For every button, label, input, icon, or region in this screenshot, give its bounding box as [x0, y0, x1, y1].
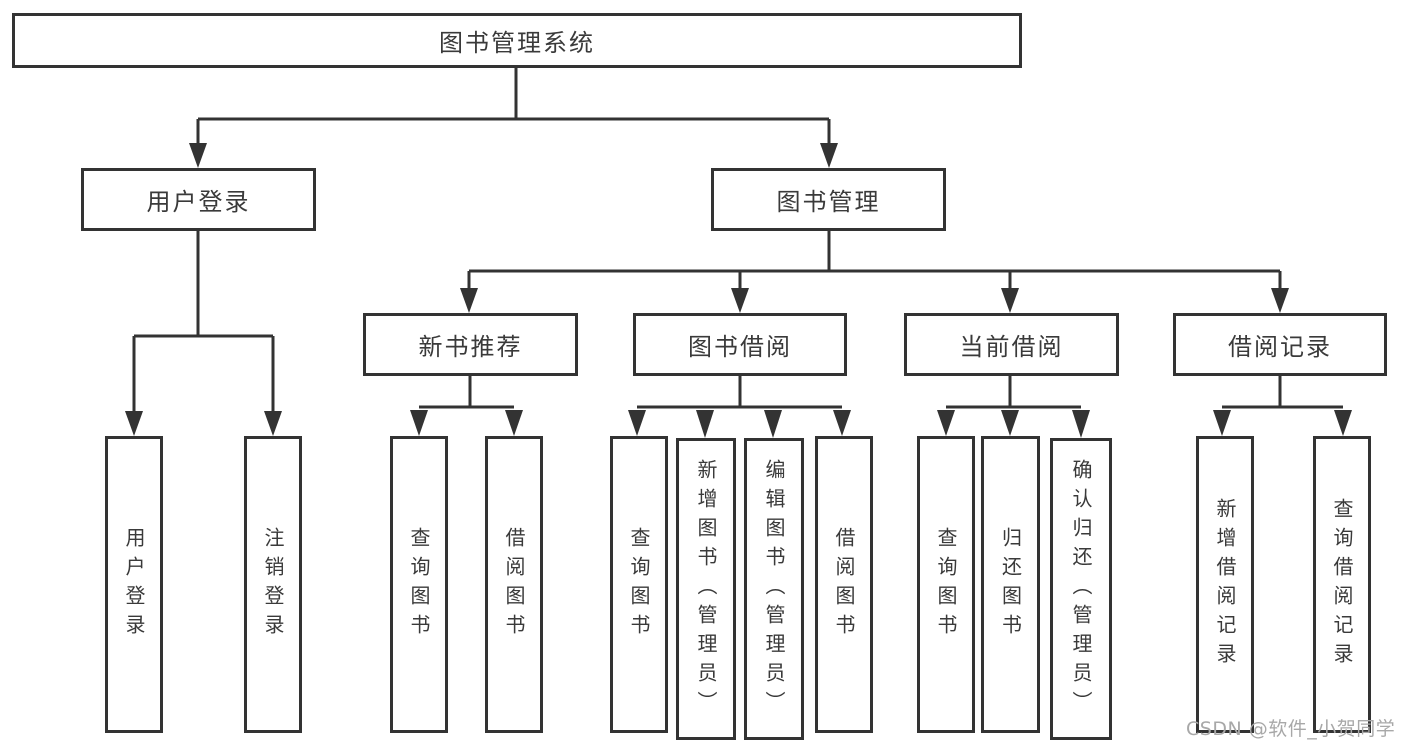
leaf-query-books: 查询图书	[390, 436, 448, 733]
node-label: 查询图书	[627, 526, 651, 643]
leaf-query-books: 查询图书	[917, 436, 975, 733]
leaf-add-borrow-record: 新增借阅记录	[1196, 436, 1254, 733]
leaf-query-borrow-record: 查询借阅记录	[1313, 436, 1371, 733]
leaf-confirm-return-admin: 确认归还（管理员）	[1050, 438, 1112, 740]
node-label: 新增图书（管理员）	[694, 458, 718, 720]
node-user-login: 用户登录	[81, 168, 316, 231]
arrowheads	[125, 143, 1352, 438]
leaf-logout: 注销登录	[244, 436, 302, 733]
node-label: 用户登录	[122, 526, 146, 643]
leaf-add-books-admin: 新增图书（管理员）	[676, 438, 736, 740]
node-label: 借阅记录	[1228, 333, 1332, 361]
leaf-edit-books-admin: 编辑图书（管理员）	[744, 438, 804, 740]
node-current-borrowing: 当前借阅	[904, 313, 1119, 376]
node-label: 借阅图书	[832, 526, 856, 643]
node-label: 图书管理	[776, 188, 881, 216]
node-label: 归还图书	[998, 526, 1023, 643]
node-label: 确认归还（管理员）	[1069, 458, 1093, 720]
node-book-management: 图书管理	[711, 168, 946, 231]
node-label: 注销登录	[261, 526, 285, 643]
leaf-return-books: 归还图书	[981, 436, 1040, 733]
node-book-borrowing: 图书借阅	[633, 313, 847, 376]
node-label: 查询图书	[934, 526, 958, 643]
node-label: 新书推荐	[418, 333, 523, 361]
node-label: 图书管理系统	[439, 29, 595, 57]
leaf-query-books: 查询图书	[610, 436, 668, 733]
csdn-watermark: CSDN @软件_小贺同学	[1186, 718, 1396, 740]
leaf-borrow-books: 借阅图书	[815, 436, 873, 733]
node-label: 借阅图书	[502, 526, 526, 643]
node-label: 查询图书	[407, 526, 431, 643]
node-label: 当前借阅	[959, 333, 1064, 361]
leaf-user-login: 用户登录	[105, 436, 163, 733]
node-label: 查询借阅记录	[1330, 497, 1354, 672]
node-system-root: 图书管理系统	[12, 13, 1022, 68]
node-label: 图书借阅	[688, 333, 792, 361]
node-label: 编辑图书（管理员）	[762, 458, 786, 720]
node-label: 新增借阅记录	[1213, 497, 1237, 672]
node-label: 用户登录	[146, 188, 251, 216]
node-new-book-recommend: 新书推荐	[363, 313, 578, 376]
leaf-borrow-books: 借阅图书	[485, 436, 543, 733]
node-borrow-records: 借阅记录	[1173, 313, 1387, 376]
edges	[132, 68, 1343, 411]
